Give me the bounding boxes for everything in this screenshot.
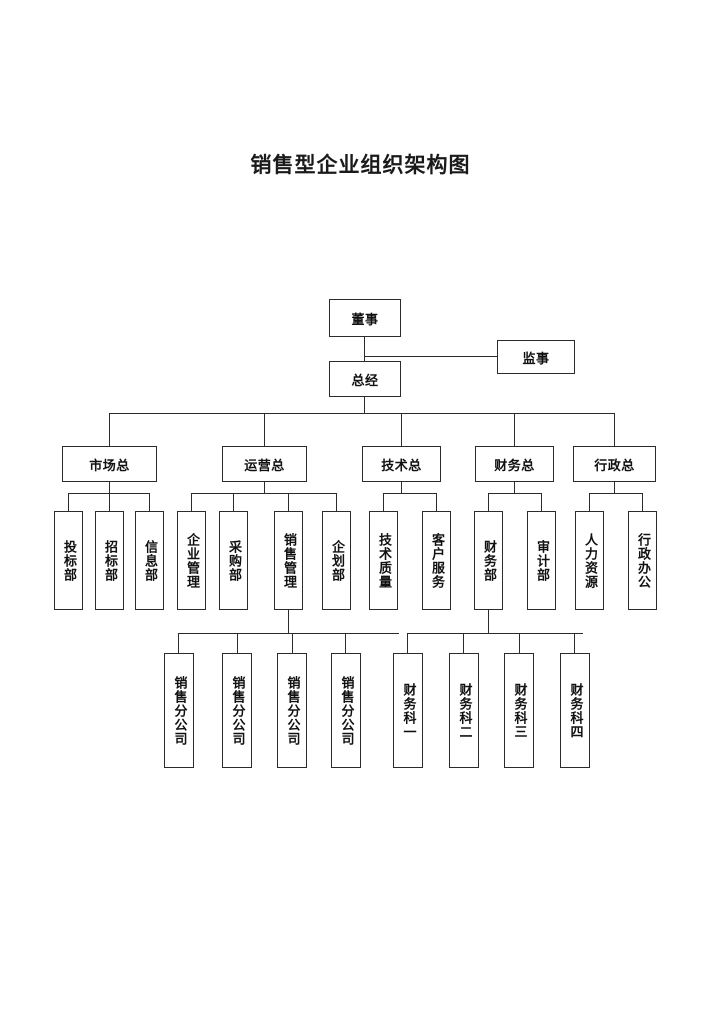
node-director-operations[interactable]: 运营总 bbox=[222, 446, 307, 482]
connector-board-supervisor bbox=[364, 356, 498, 358]
node-board[interactable]: 董事 bbox=[329, 299, 401, 337]
connector-operations-drop-2 bbox=[233, 493, 235, 511]
connector-finance-drop-section-3 bbox=[519, 633, 521, 653]
connector-marketing-drop-1 bbox=[68, 493, 70, 511]
connector-administration-bus bbox=[589, 493, 643, 495]
connector-board-stem bbox=[364, 337, 366, 361]
connector-sales-bus bbox=[178, 633, 399, 635]
node-dept-information[interactable]: 信息部 bbox=[135, 511, 164, 610]
connector-director-stem-2 bbox=[264, 413, 266, 447]
connector-director-stem-5 bbox=[614, 413, 616, 447]
connector-gm-stem bbox=[364, 397, 366, 414]
connector-finance-stem bbox=[514, 482, 516, 494]
node-finance-section-3[interactable]: 财务科三 bbox=[504, 653, 534, 768]
node-director-technology[interactable]: 技术总 bbox=[362, 446, 441, 482]
connector-finance-drop-section-4 bbox=[574, 633, 576, 653]
node-sales-branch-3[interactable]: 销售分公司 bbox=[277, 653, 307, 768]
connector-operations-stem bbox=[264, 482, 266, 494]
node-finance-section-1[interactable]: 财务科一 bbox=[393, 653, 423, 768]
node-dept-procurement[interactable]: 采购部 bbox=[219, 511, 248, 610]
connector-finance-drop-1 bbox=[488, 493, 490, 511]
node-dept-human-resources[interactable]: 人力资源 bbox=[575, 511, 604, 610]
connector-technology-bus bbox=[383, 493, 437, 495]
connector-board-to-gm bbox=[364, 356, 366, 362]
connector-administration-drop-2 bbox=[642, 493, 644, 511]
node-director-administration[interactable]: 行政总 bbox=[573, 446, 656, 482]
connector-finance-drop-section-1 bbox=[407, 633, 409, 653]
connector-marketing-stem bbox=[109, 482, 111, 494]
node-sales-branch-4[interactable]: 销售分公司 bbox=[331, 653, 361, 768]
connector-director-bus bbox=[109, 413, 615, 415]
node-dept-technical-quality[interactable]: 技术质量 bbox=[369, 511, 398, 610]
connector-operations-drop-3 bbox=[288, 493, 290, 511]
connector-finance-sections-bus bbox=[407, 633, 583, 635]
node-sales-branch-2[interactable]: 销售分公司 bbox=[222, 653, 252, 768]
connector-director-stem-1 bbox=[109, 413, 111, 447]
node-director-marketing[interactable]: 市场总 bbox=[62, 446, 157, 482]
node-dept-finance[interactable]: 财务部 bbox=[474, 511, 503, 610]
connector-sales-drop-4 bbox=[345, 633, 347, 653]
connector-operations-drop-4 bbox=[336, 493, 338, 511]
node-dept-planning[interactable]: 企划部 bbox=[322, 511, 351, 610]
node-dept-customer-service[interactable]: 客户服务 bbox=[422, 511, 451, 610]
page-title: 销售型企业组织架构图 bbox=[250, 153, 471, 177]
node-dept-bidding[interactable]: 投标部 bbox=[54, 511, 83, 610]
node-dept-enterprise-management[interactable]: 企业管理 bbox=[177, 511, 206, 610]
connector-finance-drop-section-2 bbox=[463, 633, 465, 653]
connector-marketing-drop-2 bbox=[109, 493, 111, 511]
node-dept-tendering[interactable]: 招标部 bbox=[95, 511, 124, 610]
node-dept-sales-management[interactable]: 销售管理 bbox=[274, 511, 303, 610]
node-finance-section-4[interactable]: 财务科四 bbox=[560, 653, 590, 768]
node-general-manager[interactable]: 总经 bbox=[329, 361, 401, 397]
node-director-finance[interactable]: 财务总 bbox=[475, 446, 554, 482]
connector-technology-stem bbox=[401, 482, 403, 494]
connector-marketing-drop-3 bbox=[149, 493, 151, 511]
node-finance-section-2[interactable]: 财务科二 bbox=[449, 653, 479, 768]
connector-sales-drop-3 bbox=[292, 633, 294, 653]
node-sales-branch-1[interactable]: 销售分公司 bbox=[164, 653, 194, 768]
connector-administration-stem bbox=[614, 482, 616, 494]
connector-finance-drop-2 bbox=[541, 493, 543, 511]
connector-operations-bus bbox=[191, 493, 337, 495]
connector-administration-drop-1 bbox=[589, 493, 591, 511]
connector-sales-drop-2 bbox=[237, 633, 239, 653]
connector-finance-bus bbox=[488, 493, 542, 495]
connector-director-stem-3 bbox=[401, 413, 403, 447]
node-dept-administrative-office[interactable]: 行政办公 bbox=[628, 511, 657, 610]
connector-technology-drop-1 bbox=[383, 493, 385, 511]
connector-finance-dept-stem bbox=[488, 610, 490, 634]
connector-director-stem-4 bbox=[514, 413, 516, 447]
connector-operations-drop-1 bbox=[191, 493, 193, 511]
connector-sales-drop-1 bbox=[178, 633, 180, 653]
node-dept-audit[interactable]: 审计部 bbox=[527, 511, 556, 610]
node-supervisor[interactable]: 监事 bbox=[497, 340, 575, 374]
connector-technology-drop-2 bbox=[436, 493, 438, 511]
